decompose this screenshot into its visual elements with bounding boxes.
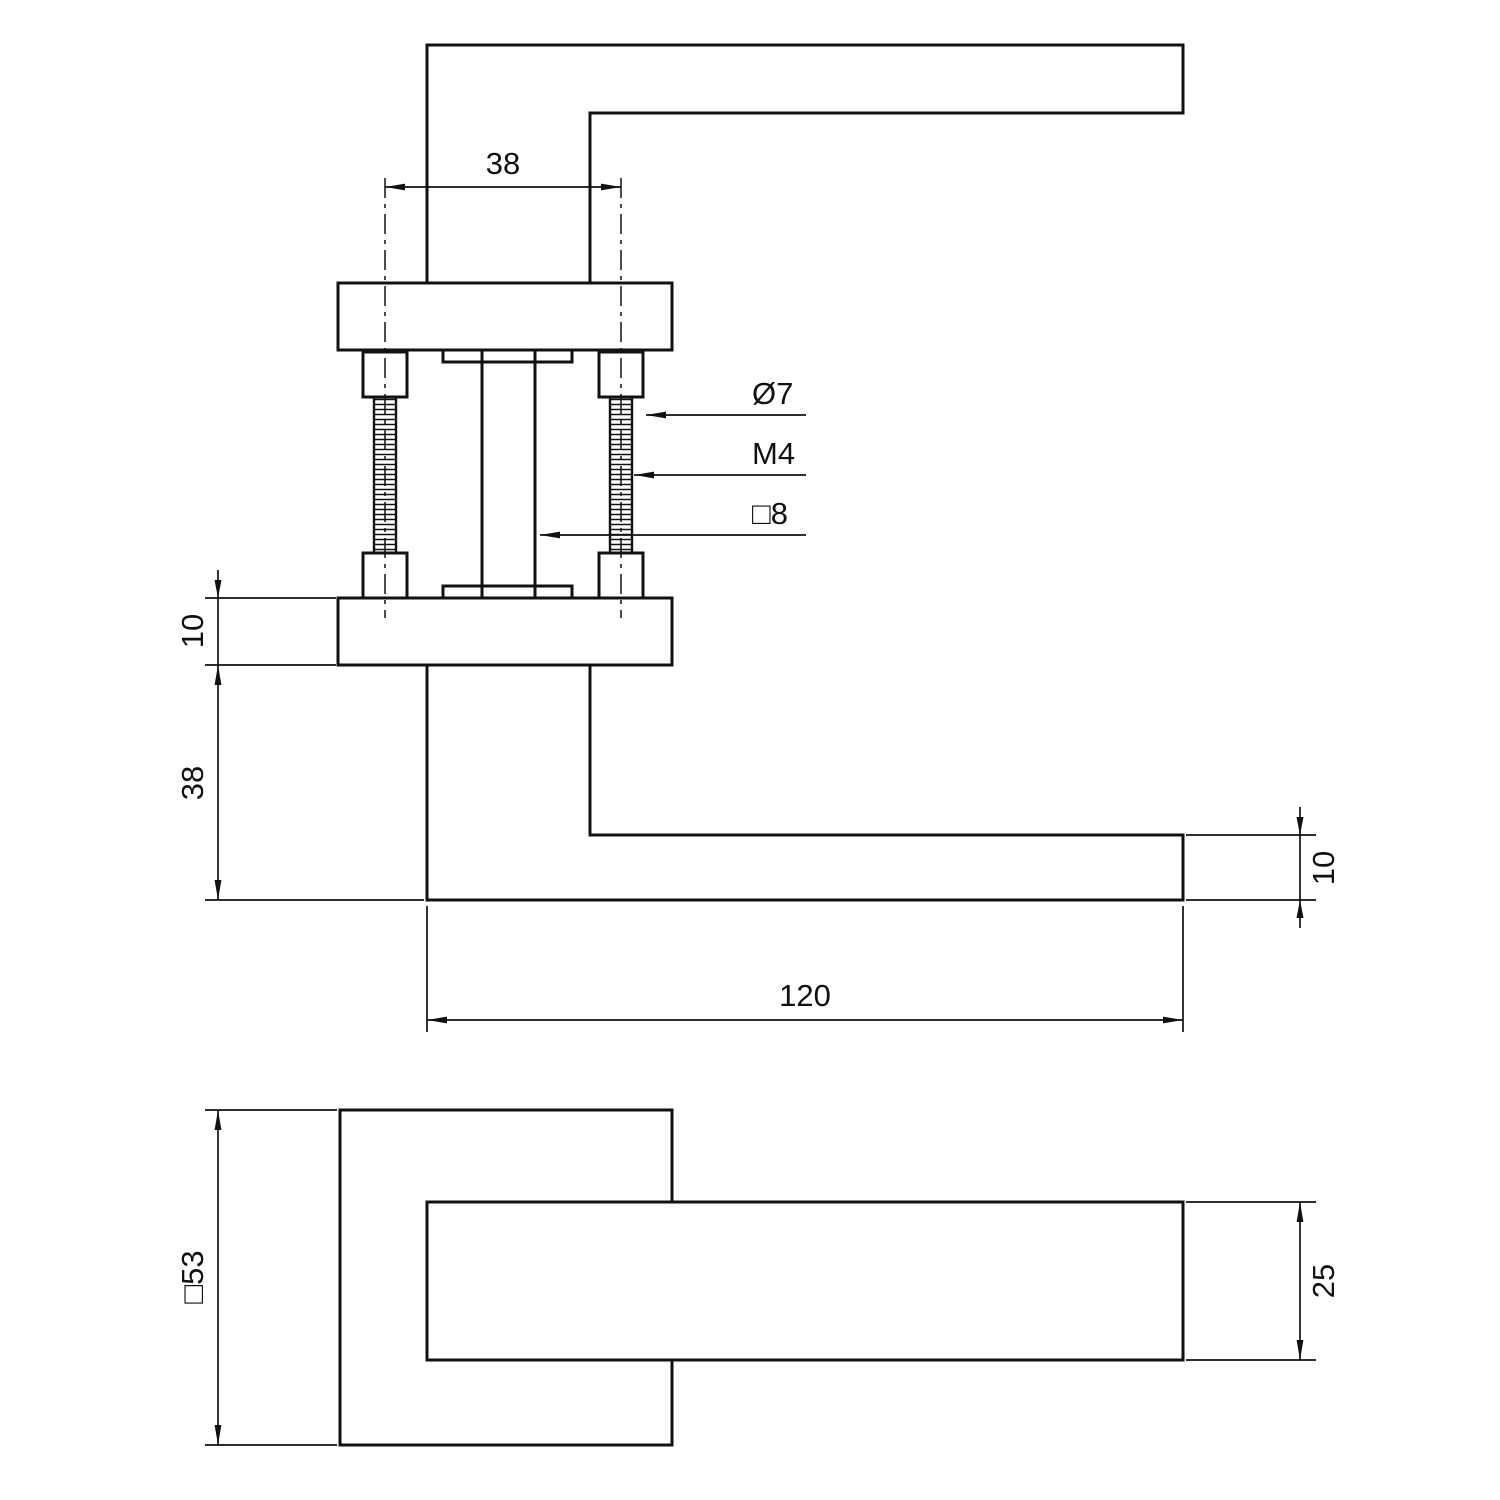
- dim-lever-thickness: 10: [1186, 807, 1341, 928]
- leader-screw-head-dia: Ø7: [646, 376, 806, 419]
- leader-spindle-square: □8: [540, 496, 806, 539]
- lower-rose-side: [336, 596, 674, 667]
- lower-neck-collar: [441, 584, 574, 600]
- lever-grip-front: [425, 1200, 1185, 1362]
- arrowhead-lever-thickness-top: [1296, 817, 1304, 835]
- leader-screw-thread: M4: [634, 436, 806, 479]
- upper-handle-outline: [425, 43, 1185, 285]
- dim-label-rose-square: □53: [175, 1250, 210, 1303]
- side-view: [336, 43, 1185, 902]
- lower-handle-outline: [425, 663, 1185, 902]
- upper-rose-side: [336, 281, 674, 352]
- dim-lever-length: 120: [426, 906, 1184, 1032]
- arrowhead-rose-thickness-top: [214, 580, 222, 598]
- label-screw-thread: M4: [752, 436, 795, 471]
- dim-label-lever-length: 120: [779, 978, 831, 1013]
- upper-neck-collar: [441, 348, 574, 364]
- dim-handle-height: 38: [175, 665, 424, 901]
- dim-rose-square: □53: [175, 1109, 337, 1446]
- dim-rose-thickness: 10: [175, 570, 336, 666]
- front-view: [338, 1108, 1185, 1447]
- dim-label-rose-thickness: 10: [175, 614, 210, 648]
- label-screw-head-dia: Ø7: [752, 376, 793, 411]
- dim-label-handle-height: 38: [175, 766, 210, 800]
- dim-screw-spacing: 38: [385, 146, 621, 191]
- dim-label-lever-thickness: 10: [1306, 851, 1341, 885]
- dim-label-lever-width: 25: [1306, 1264, 1341, 1298]
- dim-lever-width: 25: [1186, 1201, 1341, 1361]
- dim-label-screw-spacing: 38: [486, 146, 520, 181]
- label-spindle-square: □8: [752, 496, 788, 531]
- arrowhead-lever-thickness-bottom: [1296, 900, 1304, 918]
